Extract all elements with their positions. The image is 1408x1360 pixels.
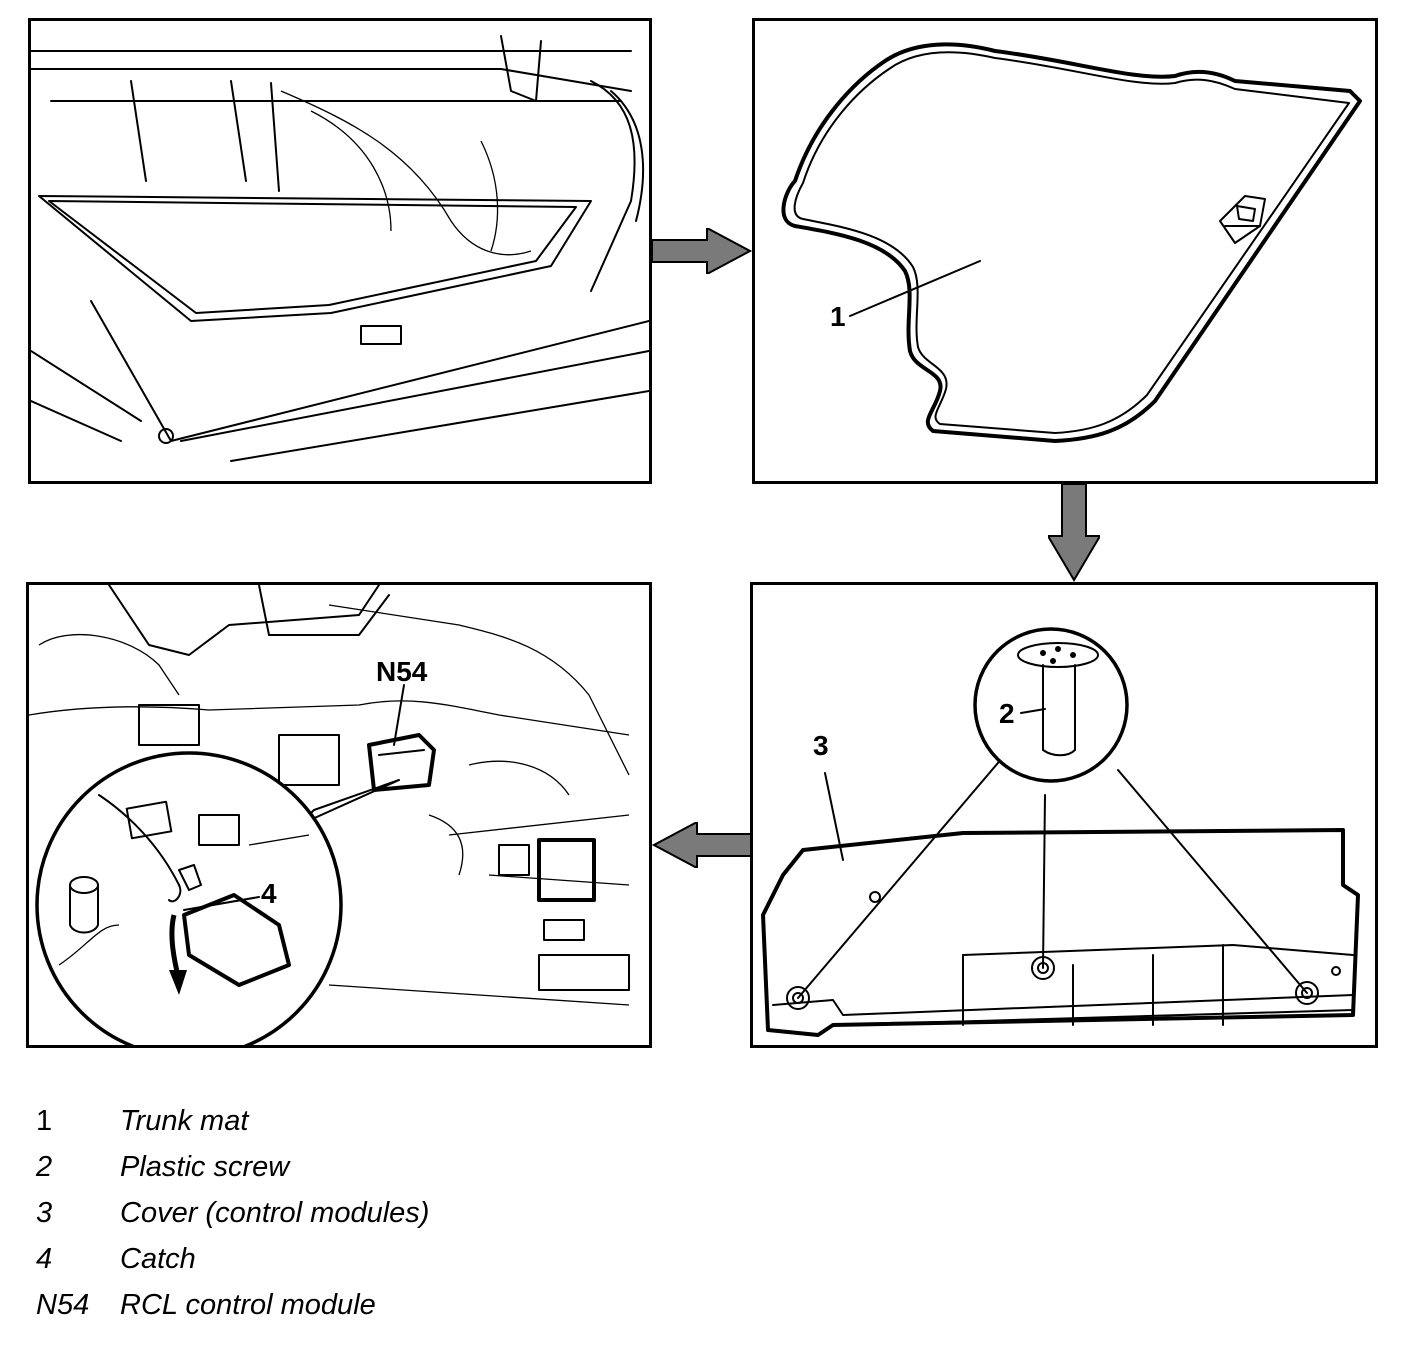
legend-key: 2 <box>36 1150 53 1183</box>
legend-text: RCL control module <box>120 1288 376 1321</box>
arrow-left-icon <box>652 822 752 868</box>
legend-item: 3 Cover (control modules) <box>36 1190 429 1236</box>
legend-item: 1 Trunk mat <box>36 1098 429 1144</box>
callout-1: 1 <box>830 301 846 332</box>
screw-magnifier <box>973 627 1129 783</box>
callout-2: 2 <box>999 698 1015 729</box>
control-module-drawing: 4 N54 <box>29 585 630 1045</box>
trunk-drawing <box>31 35 649 462</box>
legend-key: 3 <box>36 1196 53 1229</box>
arrow-down-icon <box>1048 484 1100 582</box>
callout-4: 4 <box>261 878 277 909</box>
legend-text: Cover (control modules) <box>120 1196 430 1229</box>
legend-text: Trunk mat <box>120 1104 249 1137</box>
catch-magnifier <box>35 751 343 1045</box>
callout-3: 3 <box>813 730 829 761</box>
legend-item: N54 RCL control module <box>36 1282 429 1328</box>
legend-text: Catch <box>120 1242 196 1275</box>
callout-n54: N54 <box>376 656 428 687</box>
legend-item: 4 Catch <box>36 1236 429 1282</box>
legend-key: 1 <box>36 1104 53 1137</box>
legend-item: 2 Plastic screw <box>36 1144 429 1190</box>
trunk-open-view <box>28 18 652 484</box>
cover-drawing: 2 3 <box>761 627 1360 1037</box>
legend-text: Plastic screw <box>120 1150 290 1183</box>
cover-view: 2 3 <box>750 582 1378 1048</box>
trunk-mat-drawing: 1 <box>781 42 1362 443</box>
legend-key: 4 <box>36 1242 53 1275</box>
arrow-right-icon <box>652 228 752 274</box>
legend-key: N54 <box>36 1288 90 1321</box>
legend: 1 Trunk mat 2 Plastic screw 3 Cover (con… <box>36 1098 429 1328</box>
control-module-view: 4 N54 <box>26 582 652 1048</box>
trunk-mat-view: 1 <box>752 18 1378 484</box>
